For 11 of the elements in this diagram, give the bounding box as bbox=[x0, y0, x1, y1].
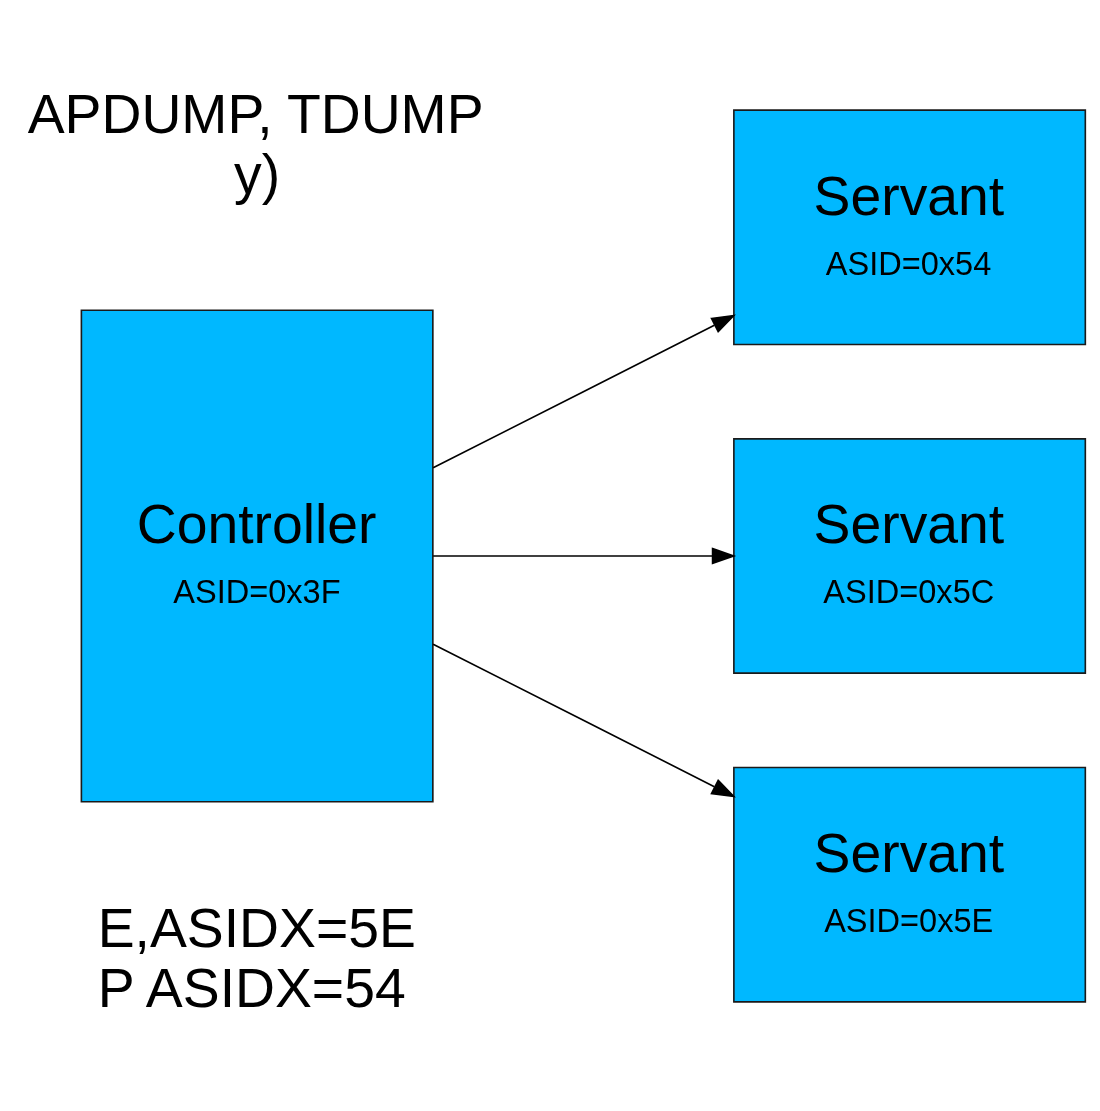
label: E,ASIDX=5E bbox=[97, 896, 416, 959]
label: APDUMP, TDUMP bbox=[27, 82, 484, 145]
arrow bbox=[432, 313, 736, 468]
node-box: Servant ASID=0x54 bbox=[733, 108, 1087, 345]
arrow bbox=[432, 643, 736, 798]
arrow bbox=[432, 546, 737, 565]
label: P ASIDX=54 bbox=[97, 956, 406, 1019]
node-box: Controller ASID=0x3F bbox=[80, 309, 434, 802]
node-box: Servant ASID=0x5C bbox=[733, 437, 1087, 674]
node-box: Servant ASID=0x5E bbox=[733, 766, 1087, 1003]
label: y) bbox=[234, 142, 281, 205]
